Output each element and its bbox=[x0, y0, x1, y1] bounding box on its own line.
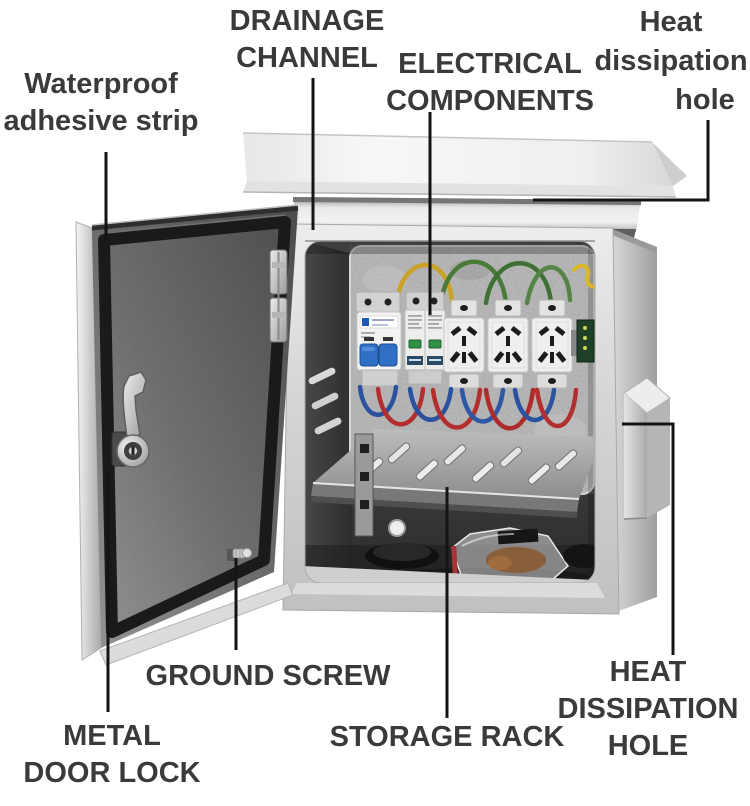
callout-metal-door-lock: METAL DOOR LOCK bbox=[23, 718, 200, 792]
ground-wires bbox=[394, 259, 595, 306]
callout-line: hole bbox=[675, 84, 735, 116]
callout-line: DISSIPATION bbox=[557, 693, 739, 725]
door-inner-face bbox=[92, 208, 298, 648]
callout-line: adhesive strip bbox=[3, 105, 199, 137]
bottom-flange bbox=[99, 582, 294, 666]
surge-protector bbox=[404, 291, 446, 385]
louver-vents bbox=[307, 366, 343, 436]
callout-line: Waterproof bbox=[24, 68, 178, 100]
power-socket bbox=[531, 299, 573, 389]
interior-left-wall bbox=[305, 241, 352, 583]
shelf-vent-slots bbox=[360, 442, 578, 485]
circuit-breaker bbox=[355, 291, 402, 387]
interior-floor-items bbox=[305, 519, 595, 583]
mounting-strut bbox=[354, 433, 374, 537]
callout-heat-dissipation-hole-bottom: HEAT DISSIPATION HOLE bbox=[558, 654, 739, 765]
power-sockets bbox=[443, 299, 573, 389]
side-vent-hood bbox=[623, 377, 671, 520]
power-socket bbox=[443, 299, 485, 389]
cabinet-interior bbox=[305, 241, 595, 583]
callout-line: HOLE bbox=[607, 730, 689, 762]
callout-line: DRAINAGE bbox=[229, 5, 385, 37]
ground-screw bbox=[227, 548, 252, 561]
callout-heat-dissipation-hole-top: Heat dissipation hole bbox=[594, 3, 747, 120]
callout-waterproof-adhesive-strip: Waterproof adhesive strip bbox=[3, 66, 198, 140]
door-hinges bbox=[269, 249, 288, 343]
knockout-hole bbox=[388, 519, 406, 537]
callout-line: dissipation bbox=[594, 45, 748, 77]
power-socket bbox=[487, 299, 529, 389]
callout-electrical-components: ELECTRICAL COMPONENTS bbox=[386, 46, 594, 120]
callout-line: COMPONENTS bbox=[386, 85, 594, 117]
leader-heat-dissipation-hole-top bbox=[533, 120, 710, 202]
callout-line: METAL bbox=[63, 720, 161, 752]
callout-drainage-channel: DRAINAGE CHANNEL bbox=[230, 3, 385, 77]
callout-storage-rack: STORAGE RACK bbox=[330, 719, 565, 756]
rubber-grommet bbox=[365, 543, 439, 569]
callout-line: Heat bbox=[639, 6, 703, 38]
callout-line: CHANNEL bbox=[236, 42, 378, 74]
terminal-board bbox=[571, 319, 595, 363]
callout-line: ELECTRICAL bbox=[398, 48, 582, 80]
electrical-components bbox=[355, 259, 595, 431]
callout-line: GROUND SCREW bbox=[145, 660, 391, 692]
circuit-wires bbox=[357, 384, 579, 431]
storage-rack bbox=[311, 429, 595, 518]
callout-line: HEAT bbox=[609, 656, 687, 688]
metal-door-lock bbox=[111, 371, 150, 468]
callout-ground-screw: GROUND SCREW bbox=[146, 658, 391, 695]
callout-line: STORAGE RACK bbox=[329, 721, 565, 753]
leader-lines bbox=[104, 78, 710, 718]
leader-heat-dissipation-hole-bottom bbox=[622, 422, 675, 655]
door bbox=[75, 204, 299, 661]
callout-line: DOOR LOCK bbox=[23, 757, 201, 789]
accessory-bag bbox=[451, 527, 569, 583]
roof bbox=[242, 132, 687, 198]
